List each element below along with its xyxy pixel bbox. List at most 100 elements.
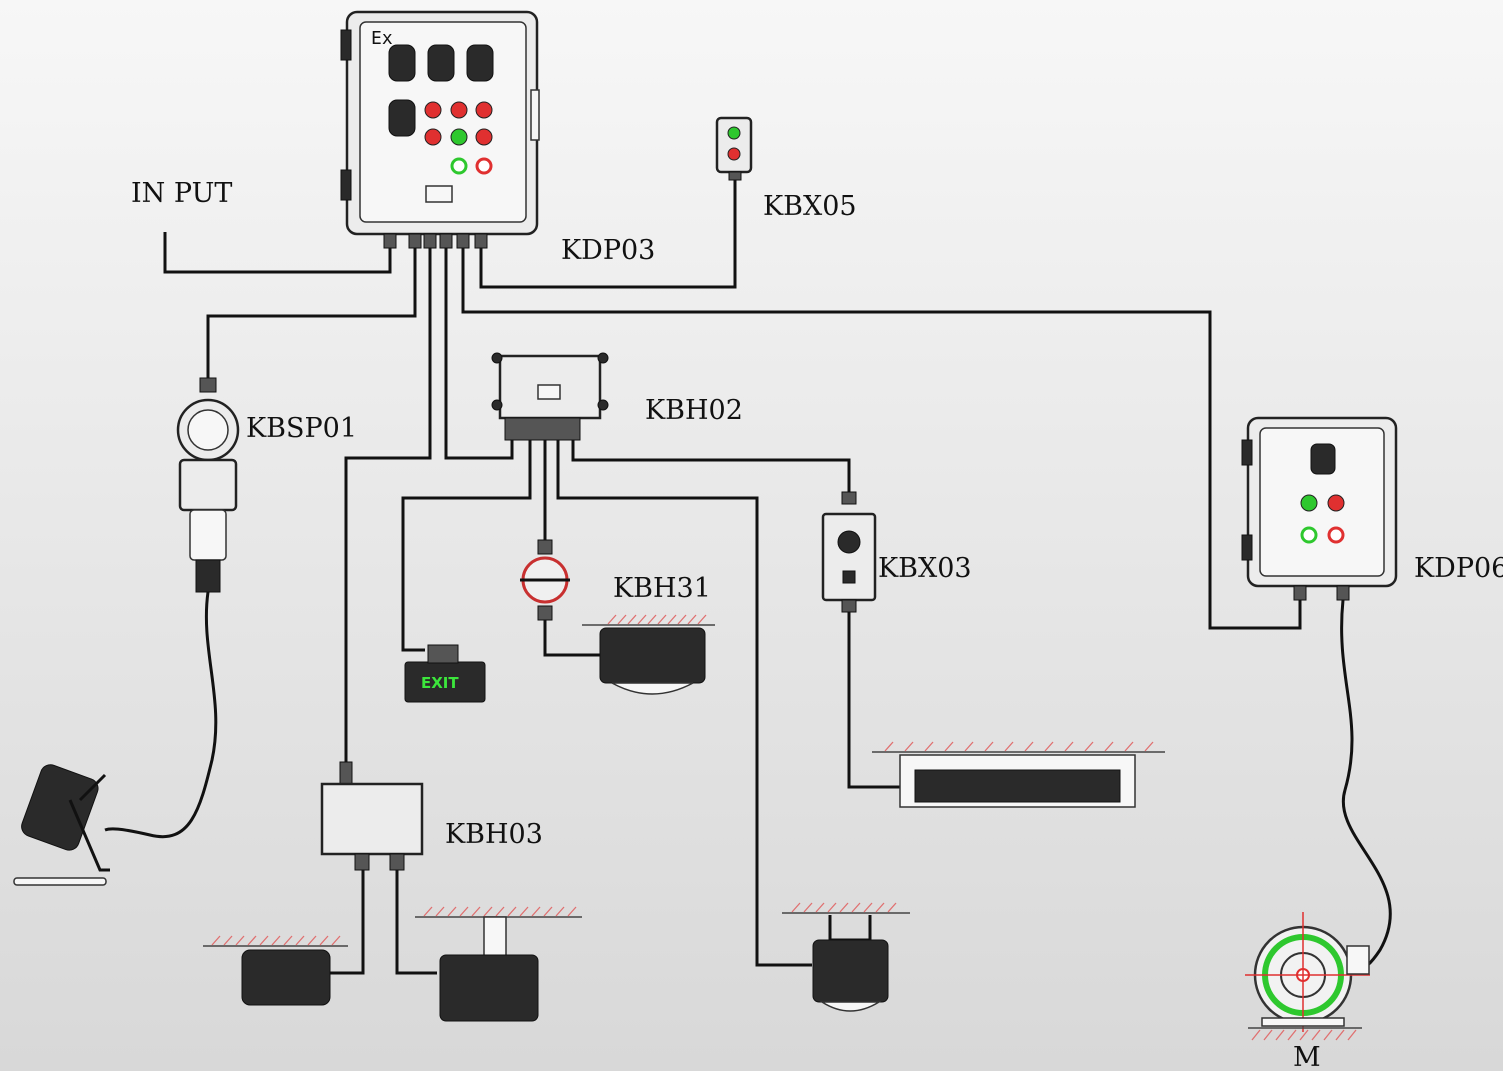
pendant-lamp-body <box>812 939 889 1003</box>
kbh02-glands <box>504 417 581 441</box>
kbh03-right-lamp-body <box>439 954 539 1022</box>
label-kbx05: KBX05 <box>763 191 857 222</box>
wire-kbh03-lamp-left <box>330 870 365 975</box>
label-kdp06: KDP06 <box>1414 553 1503 584</box>
motor-terminal-box <box>1346 945 1370 975</box>
label-input: IN PUT <box>131 178 232 209</box>
kbh31-gland-top <box>537 539 553 555</box>
kbh03-gland <box>389 853 405 871</box>
kbx03-switch <box>837 530 861 554</box>
kdp03-hinge-top <box>340 29 352 61</box>
kbsp01-cover <box>187 409 229 451</box>
kbh03-right-lamp-pole <box>483 916 507 958</box>
wire-input <box>163 232 392 274</box>
gland <box>423 233 437 249</box>
motor <box>1245 912 1370 1041</box>
breaker-4 <box>388 99 416 137</box>
pendant-lamp-cover <box>819 1001 882 1012</box>
wire-kbh02 <box>444 245 514 460</box>
kbsp01-plug-tail <box>195 559 221 593</box>
indicator-green <box>450 128 468 146</box>
kdp03-indicators <box>424 101 493 175</box>
kbh02-mount <box>491 399 503 411</box>
indicator-red <box>450 101 468 119</box>
wire-kbsp01 <box>206 245 417 382</box>
kdp06-hinge-bottom <box>1241 534 1253 561</box>
wire-kbh03 <box>344 245 432 770</box>
kbh03-junction-box <box>320 761 424 871</box>
gland <box>474 233 488 249</box>
gland <box>408 233 422 249</box>
gland <box>456 233 470 249</box>
kdp06-green-indicator <box>1300 526 1318 544</box>
indicator-red-ring <box>475 157 493 175</box>
indicator-red <box>424 128 442 146</box>
wire-kbh31-lamp <box>543 620 605 657</box>
gland <box>383 233 397 249</box>
breaker-2 <box>427 44 455 82</box>
kbh03-left-lamp <box>203 935 348 1006</box>
kdp06-red-button <box>1327 494 1345 512</box>
indicator-green-ring <box>450 157 468 175</box>
kdp03-glands <box>383 233 488 249</box>
indicator-red <box>424 101 442 119</box>
kbh03-left-lamp-body <box>241 949 331 1006</box>
label-kbsp01: KBSP01 <box>246 413 357 444</box>
label-kbh03: KBH03 <box>445 819 543 850</box>
wire-linear-lamp <box>847 598 900 789</box>
wire-ceiling-lamp <box>556 440 812 967</box>
ceiling-hatch <box>607 614 707 625</box>
label-kbx03: KBX03 <box>878 553 972 584</box>
floodlight-stand <box>68 799 110 872</box>
kdp06-hinge-top <box>1241 439 1253 466</box>
linear-lamp-body <box>914 769 1121 803</box>
floodlight-base <box>13 877 107 886</box>
label-kbh02: KBH02 <box>645 395 743 426</box>
gland <box>439 233 453 249</box>
kbh02-mount <box>597 352 609 364</box>
kbh31-lamp-body <box>599 627 706 684</box>
kbx05-red-button <box>727 147 741 161</box>
kbh03-right-lamp <box>415 906 582 1022</box>
kdp06-panel <box>1259 427 1385 577</box>
wire-kbx03 <box>571 440 851 492</box>
kbx03-enclosure <box>821 512 877 602</box>
ceiling-hatch <box>211 935 341 946</box>
ceiling-hatch <box>791 902 897 913</box>
kbx03-control-box <box>821 491 877 613</box>
wire-kdp06 <box>461 245 1302 630</box>
kbh02-mount <box>597 399 609 411</box>
kdp03-handle <box>530 89 540 141</box>
exit-sign-text: EXIT <box>421 674 459 692</box>
breaker-3 <box>466 44 494 82</box>
wire-floodlight <box>104 591 218 839</box>
labels: IN PUT KDP03 KBX05 KBH02 KBSP01 KBH31 KB… <box>131 178 1503 1071</box>
kdp06-breaker <box>1310 443 1336 475</box>
motor-ground-hatch <box>1251 1029 1357 1041</box>
kbx03-gland-bottom <box>841 599 857 613</box>
kdp03-nameplate <box>425 185 453 203</box>
wires <box>104 172 1392 975</box>
kbh03-gland <box>354 853 370 871</box>
exit-sign: EXIT <box>404 644 486 703</box>
kbsp01-body <box>178 458 238 512</box>
kdp06-gland <box>1293 585 1307 601</box>
kbh31-lamp <box>582 614 715 695</box>
kdp06-control-box <box>1241 416 1398 601</box>
kdp06-red-indicator <box>1327 526 1345 544</box>
kdp03-distribution-box: Ex <box>340 10 540 249</box>
wire-motor <box>1340 599 1392 972</box>
label-motor: M <box>1293 1042 1321 1071</box>
kbx05-gland <box>728 171 742 181</box>
wire-kbh03-lamp-right <box>395 870 437 975</box>
ceiling-hatch <box>423 906 577 917</box>
kbx03-gland-top <box>841 491 857 505</box>
label-kdp03: KDP03 <box>561 235 655 266</box>
kdp03-breakers <box>388 44 494 137</box>
kbh31-gland-bottom <box>537 605 553 621</box>
kbsp01-plug <box>189 509 227 561</box>
wire-kbx05 <box>479 172 737 289</box>
kbh02-enclosure <box>498 354 602 420</box>
